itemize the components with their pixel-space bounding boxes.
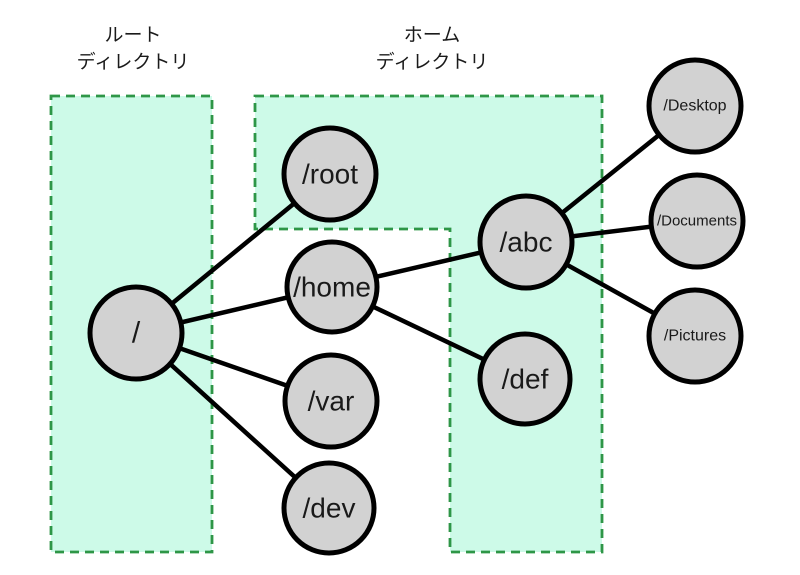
node-var: /var	[282, 352, 380, 450]
node-pictures-circle	[646, 287, 744, 385]
node-desktop-circle	[646, 57, 744, 155]
root-region-caption-line2: ディレクトリ	[77, 51, 190, 73]
node-slashroot-circle	[281, 125, 379, 223]
node-abc-circle	[477, 193, 575, 291]
home-region-caption-line2: ディレクトリ	[376, 51, 489, 73]
node-def-label: /def	[502, 364, 549, 395]
node-def: /def	[477, 331, 573, 427]
node-def-circle	[477, 331, 573, 427]
node-var-circle	[282, 352, 380, 450]
node-dev-circle	[281, 460, 377, 556]
node-abc-label: /abc	[500, 227, 553, 258]
node-home-label: /home	[293, 272, 371, 303]
node-var-label: /var	[308, 386, 355, 417]
node-dev-label: /dev	[303, 493, 356, 524]
node-root-circle	[87, 284, 185, 382]
node-home: /home	[284, 239, 380, 335]
node-dev: /dev	[281, 460, 377, 556]
node-desktop: /Desktop	[646, 57, 744, 155]
node-desktop-label: /Desktop	[663, 98, 726, 115]
node-slashroot: /root	[281, 125, 379, 223]
home-region-caption-line1: ホーム	[404, 25, 460, 46]
root-region-caption-line1: ルート	[104, 25, 161, 46]
node-home-circle	[284, 239, 380, 335]
node-root: /	[87, 284, 185, 382]
node-abc: /abc	[477, 193, 575, 291]
node-root-label: /	[132, 317, 141, 350]
node-documents-circle	[648, 172, 746, 270]
node-documents: /Documents	[648, 172, 746, 270]
node-pictures: /Pictures	[646, 287, 744, 385]
node-slashroot-label: /root	[302, 159, 358, 190]
node-documents-label: /Documents	[657, 213, 737, 230]
node-pictures-label: /Pictures	[664, 328, 726, 345]
